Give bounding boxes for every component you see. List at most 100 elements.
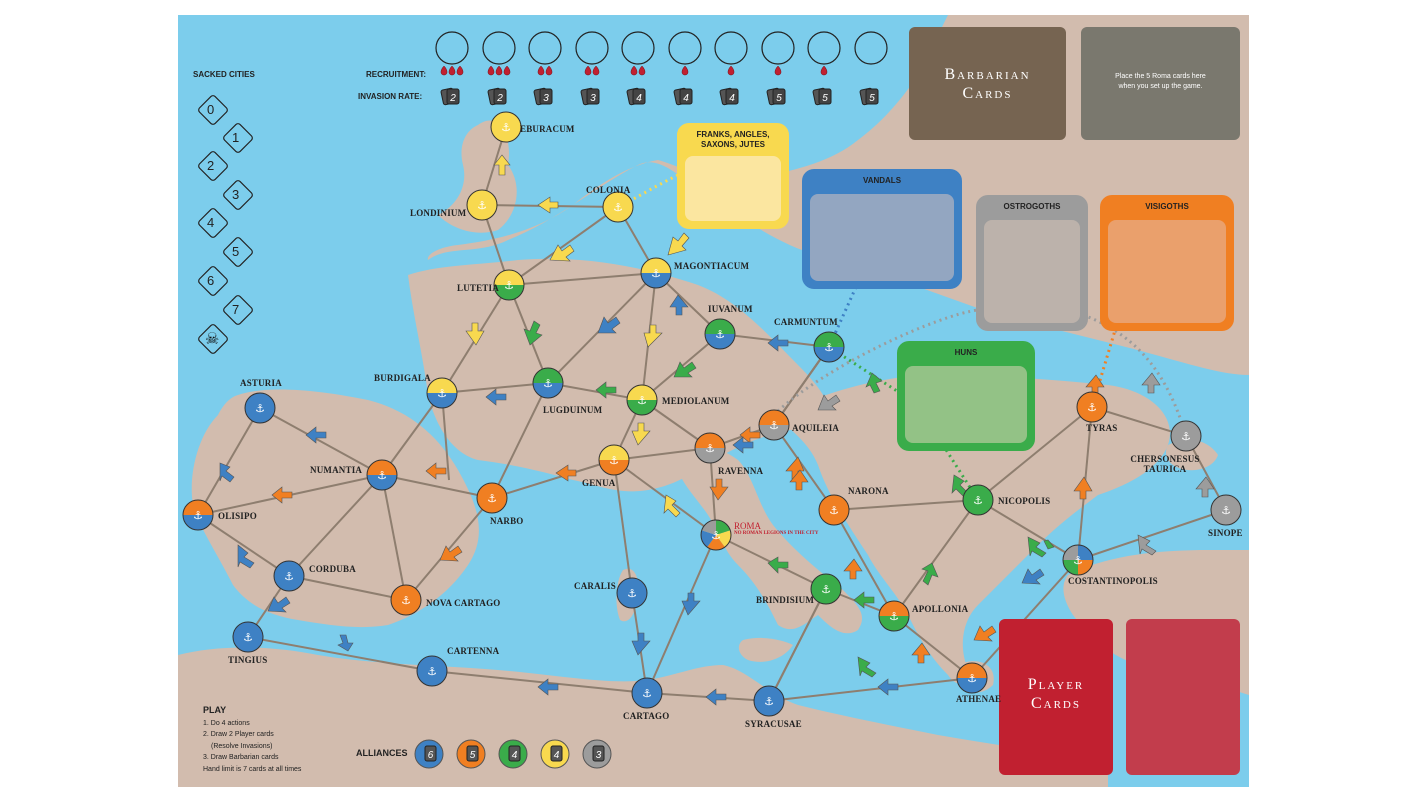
city-asturia[interactable]: ⚓ bbox=[244, 392, 276, 424]
tribe-franks[interactable]: FRANKS, ANGLES, SAXONS, JUTES bbox=[677, 123, 789, 229]
city-brindisium[interactable]: ⚓ bbox=[810, 573, 842, 605]
invasion-rate-8: 5 bbox=[766, 87, 786, 106]
city-narona[interactable]: ⚓ bbox=[818, 494, 850, 526]
city-label-tyras: TYRAS bbox=[1086, 423, 1118, 433]
legion-icon bbox=[487, 65, 495, 76]
sacked-slot-0: 0 bbox=[207, 102, 215, 117]
tribe-ostrogoths[interactable]: OSTROGOTHS bbox=[976, 195, 1088, 331]
anchor-icon: ⚓ bbox=[401, 594, 411, 607]
city-nova-cartago[interactable]: ⚓ bbox=[390, 584, 422, 616]
svg-text:5: 5 bbox=[822, 93, 828, 104]
anchor-icon: ⚓ bbox=[613, 201, 623, 214]
legion-icon bbox=[545, 65, 553, 76]
tribe-huns[interactable]: HUNS bbox=[897, 341, 1035, 451]
city-label-narona: NARONA bbox=[848, 486, 889, 496]
city-ravenna[interactable]: ⚓ bbox=[694, 432, 726, 464]
city-syracusae[interactable]: ⚓ bbox=[753, 685, 785, 717]
city-label-lugduinum: LUGDUINUM bbox=[543, 405, 603, 415]
legion-icon bbox=[537, 65, 545, 76]
invasion-rate-2: 2 bbox=[487, 87, 507, 106]
cities-layer: ⚓ ⚓ ⚓ ⚓ ⚓ ⚓ ⚓ ⚓ ⚓ ⚓ ⚓ ⚓ ⚓ ⚓ ⚓ ⚓ ⚓ ⚓ ⚓ ⚓ ⚓ ⚓ ⚓ ⚓ ⚓ ⚓ ⚓ ⚓ ⚓ ⚓ ⚓ ⚓ ⚓ ⚓ bbox=[182, 111, 1242, 717]
legion-icon bbox=[681, 65, 689, 76]
player-cards-title: Player Cards bbox=[1027, 676, 1085, 712]
city-apollonia[interactable]: ⚓ bbox=[878, 600, 910, 632]
city-corduba[interactable]: ⚓ bbox=[273, 560, 305, 592]
tribe-visigoths[interactable]: VISIGOTHS bbox=[1100, 195, 1234, 331]
city-caralis[interactable]: ⚓ bbox=[616, 577, 648, 609]
city-numantia[interactable]: ⚓ bbox=[366, 459, 398, 491]
city-chersonesus-taurica[interactable]: ⚓ bbox=[1170, 420, 1202, 452]
legion-icon bbox=[495, 65, 503, 76]
city-label-tingius: TINGIUS bbox=[228, 655, 268, 665]
tribe-visigoths-title: VISIGOTHS bbox=[1145, 202, 1189, 211]
city-magontiacum[interactable]: ⚓ bbox=[640, 257, 672, 289]
legion-icon bbox=[774, 65, 782, 76]
city-mediolanum[interactable]: ⚓ bbox=[626, 384, 658, 416]
roma-slot-text: Place the 5 Roma cards here when you set… bbox=[1115, 73, 1206, 90]
svg-text:3: 3 bbox=[596, 750, 602, 761]
legion-icon bbox=[630, 65, 638, 76]
city-londinium[interactable]: ⚓ bbox=[466, 189, 498, 221]
city-narbo[interactable]: ⚓ bbox=[476, 482, 508, 514]
invasion-rate-7: 4 bbox=[719, 87, 739, 106]
city-label-costantinopolis: COSTANTINOPOLIS bbox=[1068, 576, 1158, 586]
tribe-huns-area bbox=[905, 366, 1027, 443]
anchor-icon: ⚓ bbox=[764, 695, 774, 708]
player-discard-slot[interactable] bbox=[1126, 619, 1240, 775]
city-lutetia[interactable]: ⚓ bbox=[493, 269, 525, 301]
invasion-rate-label: INVASION RATE: bbox=[358, 92, 423, 101]
legion-icon bbox=[503, 65, 511, 76]
city-burdigala[interactable]: ⚓ bbox=[426, 377, 458, 409]
city-label-iuvanum: IUVANUM bbox=[708, 304, 753, 314]
city-label-brindisium: BRINDISIUM bbox=[756, 595, 815, 605]
city-tyras[interactable]: ⚓ bbox=[1076, 391, 1108, 423]
barbarian-cards-title: Barbarian Cards bbox=[944, 66, 1031, 102]
city-cartago[interactable]: ⚓ bbox=[631, 677, 663, 709]
city-aquileia[interactable]: ⚓ bbox=[758, 409, 790, 441]
city-iuvanum[interactable]: ⚓ bbox=[704, 318, 736, 350]
city-carmuntum[interactable]: ⚓ bbox=[813, 331, 845, 363]
city-athenae[interactable]: ⚓ bbox=[956, 662, 988, 694]
play-line-5: Hand limit is 7 cards at all times bbox=[203, 765, 302, 773]
anchor-icon: ⚓ bbox=[255, 402, 265, 415]
city-lugduinum[interactable]: ⚓ bbox=[532, 367, 564, 399]
city-genua[interactable]: ⚓ bbox=[598, 444, 630, 476]
alliance-gray: 3 bbox=[582, 739, 612, 769]
city-costantinopolis[interactable]: ⚓ bbox=[1062, 544, 1094, 576]
play-instructions: PLAY 1. Do 4 actions 2. Draw 2 Player ca… bbox=[203, 705, 301, 775]
roma-card-slot[interactable]: Place the 5 Roma cards here when you set… bbox=[1081, 27, 1240, 140]
city-cartenna[interactable]: ⚓ bbox=[416, 655, 448, 687]
city-roma[interactable]: ⚓ bbox=[700, 519, 732, 551]
city-olisipo[interactable]: ⚓ bbox=[182, 499, 214, 531]
city-label-athenae: ATHENAE bbox=[956, 694, 1002, 704]
city-label-narbo: NARBO bbox=[490, 516, 524, 526]
city-colonia[interactable]: ⚓ bbox=[602, 191, 634, 223]
sacked-cities-title: SACKED CITIES bbox=[193, 70, 255, 79]
player-deck[interactable]: Player Cards bbox=[999, 619, 1113, 775]
tribe-ostrogoths-title: OSTROGOTHS bbox=[1003, 202, 1061, 211]
invasion-rate-6: 4 bbox=[673, 87, 693, 106]
city-eburacum[interactable]: ⚓ bbox=[490, 111, 522, 143]
tribe-vandals[interactable]: VANDALS bbox=[802, 169, 962, 289]
city-label-eburacum: EBURACUM bbox=[520, 124, 575, 134]
invasion-rate-5: 4 bbox=[626, 87, 646, 106]
alliance-orange: 5 bbox=[456, 739, 486, 769]
anchor-icon: ⚓ bbox=[642, 687, 652, 700]
city-label-caralis: CARALIS bbox=[574, 581, 616, 591]
city-sinope[interactable]: ⚓ bbox=[1210, 494, 1242, 526]
svg-text:4: 4 bbox=[512, 750, 518, 761]
anchor-icon: ⚓ bbox=[1073, 554, 1083, 567]
city-tingius[interactable]: ⚓ bbox=[232, 621, 264, 653]
legion-icon bbox=[638, 65, 646, 76]
sacked-slot-7: 7 bbox=[232, 302, 240, 317]
anchor-icon: ⚓ bbox=[504, 279, 514, 292]
svg-text:3: 3 bbox=[590, 93, 596, 104]
svg-text:4: 4 bbox=[636, 93, 642, 104]
tribe-vandals-title: VANDALS bbox=[862, 176, 902, 185]
tribe-franks-area bbox=[685, 156, 781, 221]
barbarian-deck[interactable]: Barbarian Cards bbox=[909, 27, 1066, 140]
city-nicopolis[interactable]: ⚓ bbox=[962, 484, 994, 516]
city-label-colonia: COLONIA bbox=[586, 185, 631, 195]
anchor-icon: ⚓ bbox=[705, 442, 715, 455]
